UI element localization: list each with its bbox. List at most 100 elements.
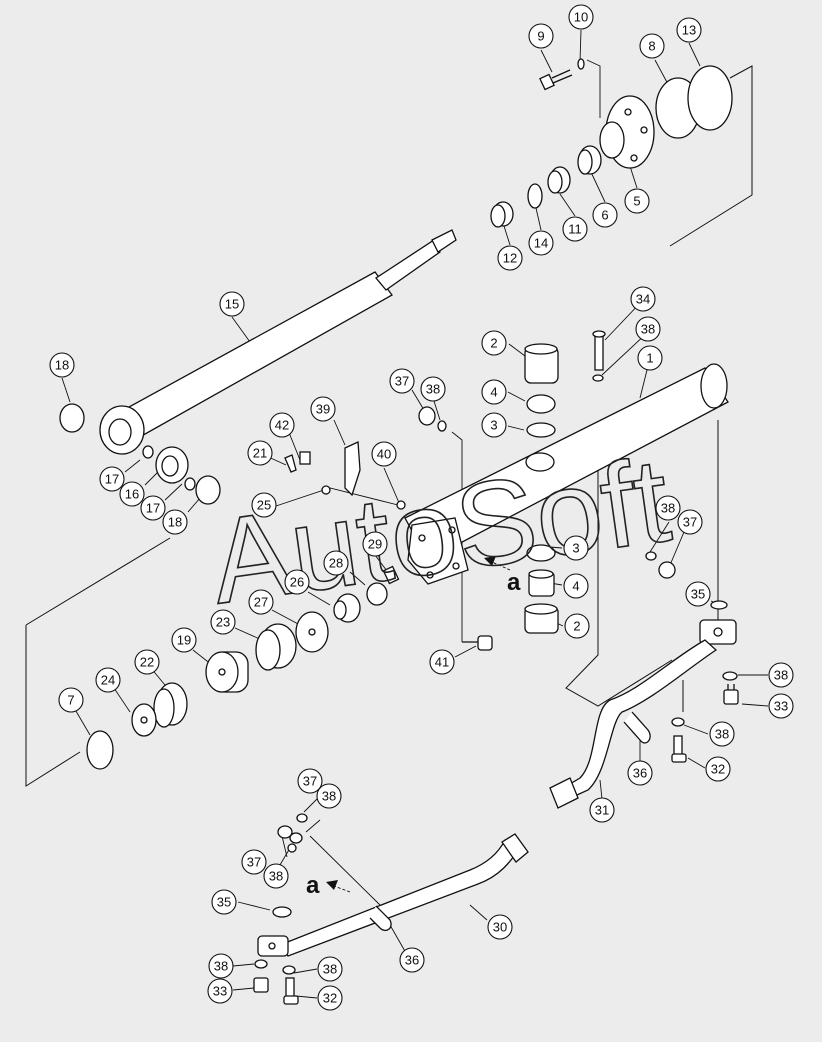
part-ring-22	[153, 682, 188, 728]
svg-text:26: 26	[290, 575, 304, 590]
callout-4-lower: 4	[563, 573, 589, 599]
svg-text:32: 32	[711, 762, 725, 777]
part-ball-40	[396, 500, 406, 510]
part-cover-5	[599, 95, 655, 169]
part-ring-23	[255, 623, 297, 671]
part-bolt-33a	[723, 684, 739, 705]
callout-38-bottom-d: 38	[317, 956, 343, 982]
callout-3-upper: 3	[481, 412, 507, 438]
callout-38-bottom-b: 38	[263, 863, 289, 889]
svg-text:19: 19	[177, 633, 191, 648]
part-nut-24	[131, 703, 157, 737]
callout-38-top: 38	[635, 316, 661, 342]
svg-text:15: 15	[225, 297, 239, 312]
svg-text:3: 3	[490, 418, 497, 433]
callout-11: 11	[562, 216, 588, 242]
svg-text:38: 38	[426, 382, 440, 397]
callout-10: 10	[568, 4, 594, 30]
part-bushing-4-upper	[526, 394, 556, 414]
callout-7: 7	[58, 687, 84, 713]
part-bolt-32a	[671, 735, 687, 763]
part-pipe-end-31	[549, 777, 579, 809]
part-pin-29	[382, 565, 400, 585]
callout-37-right: 37	[677, 509, 703, 535]
grouping-brackets	[25, 65, 753, 787]
callout-9: 9	[528, 23, 554, 49]
svg-text:37: 37	[395, 374, 409, 389]
part-pin-42	[299, 451, 311, 465]
callout-32-right: 32	[705, 756, 731, 782]
callout-40: 40	[371, 441, 397, 467]
svg-text:38: 38	[661, 501, 675, 516]
svg-text:23: 23	[216, 615, 230, 630]
part-u-bolt-36a	[623, 711, 651, 744]
part-spacer-26	[333, 593, 361, 623]
svg-text:22: 22	[140, 655, 154, 670]
part-bushing-2-lower	[524, 603, 559, 634]
svg-text:21: 21	[253, 446, 267, 461]
part-ring-18	[59, 403, 85, 433]
part-cap-13	[687, 65, 733, 131]
svg-text:36: 36	[633, 766, 647, 781]
svg-text:38: 38	[323, 962, 337, 977]
callout-38-pipe31-a: 38	[768, 662, 794, 688]
svg-text:7: 7	[67, 693, 74, 708]
callout-38-right: 38	[655, 495, 681, 521]
svg-text:38: 38	[715, 727, 729, 742]
part-washer-38d	[722, 671, 738, 681]
part-washer-38c	[645, 551, 657, 561]
callout-31: 31	[589, 797, 615, 823]
svg-text:18: 18	[55, 358, 69, 373]
callout-23: 23	[210, 609, 236, 635]
svg-text:18: 18	[168, 515, 182, 530]
callout-4-upper: 4	[481, 379, 507, 405]
svg-text:35: 35	[691, 587, 705, 602]
part-ring-14	[527, 183, 543, 209]
part-seal-11	[547, 166, 571, 194]
callout-5: 5	[624, 188, 650, 214]
callout-3-lower: 3	[563, 535, 589, 561]
callout-27: 27	[248, 589, 274, 615]
svg-text:17: 17	[105, 472, 119, 487]
part-washer-38b	[437, 420, 447, 432]
part-washer-38i	[282, 965, 296, 975]
callout-6: 6	[592, 202, 618, 228]
callout-24: 24	[95, 667, 121, 693]
svg-text:40: 40	[377, 447, 391, 462]
part-washer-10	[577, 58, 585, 70]
part-u-bolt-36b	[369, 905, 392, 932]
svg-text:32: 32	[323, 991, 337, 1006]
callout-33-bottom: 33	[207, 978, 233, 1004]
svg-text:3: 3	[572, 541, 579, 556]
svg-text:9: 9	[537, 29, 544, 44]
part-ball-25	[321, 485, 331, 495]
callout-12: 12	[497, 245, 523, 271]
callout-42: 42	[269, 412, 295, 438]
svg-text:30: 30	[493, 920, 507, 935]
arrow-head-icon	[326, 880, 338, 890]
part-ring-17b	[184, 477, 196, 491]
part-cap-7	[86, 730, 114, 770]
callout-22: 22	[134, 649, 160, 675]
callout-37-bottom-b: 37	[241, 849, 267, 875]
part-flange-30	[257, 935, 289, 957]
svg-text:13: 13	[682, 23, 696, 38]
svg-text:41: 41	[435, 655, 449, 670]
part-o-ring-35b	[272, 906, 292, 918]
svg-text:37: 37	[303, 774, 317, 789]
parts	[59, 58, 739, 1005]
svg-text:38: 38	[641, 322, 655, 337]
svg-text:38: 38	[322, 789, 336, 804]
svg-text:17: 17	[146, 501, 160, 516]
part-bushing-37b	[658, 561, 676, 579]
part-bushing-16	[155, 446, 189, 484]
part-bolt-41	[462, 635, 493, 651]
part-bolt-9	[539, 69, 573, 91]
part-ring-3-upper	[526, 422, 556, 438]
svg-text:25: 25	[257, 498, 271, 513]
view-marker-arrows	[326, 556, 511, 893]
part-clip-21	[284, 454, 297, 473]
svg-text:33: 33	[774, 699, 788, 714]
callout-2-upper: 2	[481, 330, 507, 356]
